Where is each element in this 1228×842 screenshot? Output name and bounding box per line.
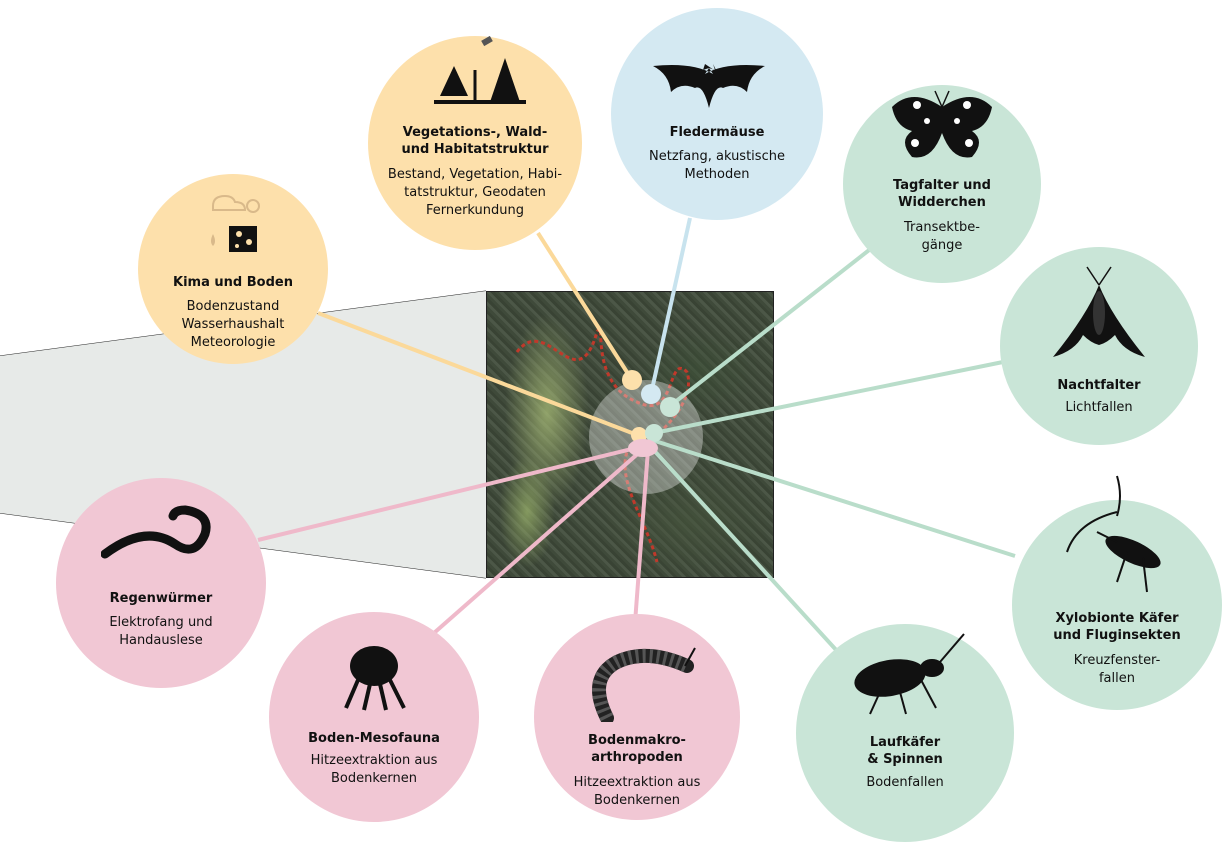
- node-title: Laufkäfer & Spinnen: [867, 735, 943, 767]
- spoke-meso: [432, 448, 644, 635]
- node-title: Vegetations-, Wald- und Habitatstruktur: [401, 125, 549, 157]
- node-xylobionte[interactable]: Xylobionte Käfer und Fluginsekten Kreuzf…: [1012, 475, 1222, 710]
- node-description: Bestand, Vegetation, Habi- tatstruktur, …: [387, 167, 563, 218]
- millipede-icon: [577, 638, 697, 725]
- bat-icon: [652, 52, 782, 112]
- node-description: Kreuzfenster- fallen: [1073, 653, 1161, 686]
- ground-beetle-icon: [840, 628, 970, 718]
- hub-dot-tagfalter: [660, 397, 680, 417]
- node-makro[interactable]: Bodenmakro- arthropoden Hitzeextraktion …: [534, 614, 740, 820]
- node-title: Fledermäuse: [669, 125, 765, 140]
- node-fledermaeuse[interactable]: Fledermäuse Netzfang, akustische Methode…: [611, 8, 823, 220]
- hub-dot-vegetation: [622, 370, 642, 390]
- node-description: Hitzeextraktion aus Bodenkernen: [573, 775, 701, 808]
- forest-satellite-icon: [420, 35, 530, 108]
- spoke-fledermaeuse: [649, 217, 692, 395]
- node-description: Elektrofang und Handauslese: [109, 615, 213, 648]
- node-nachtfalter[interactable]: Nachtfalter Lichtfallen: [1000, 247, 1198, 445]
- node-title: Kima und Boden: [173, 275, 293, 290]
- spoke-tagfalter: [668, 245, 875, 408]
- node-description: Bodenzustand Wasserhaushalt Meteorologie: [181, 299, 285, 350]
- node-title: Xylobionte Käfer und Fluginsekten: [1053, 611, 1181, 643]
- moth-icon: [1049, 265, 1149, 361]
- node-klima[interactable]: Kima und Boden Bodenzustand Wasserhausha…: [138, 174, 328, 364]
- mite-icon: [334, 632, 414, 712]
- earthworm-icon: [100, 502, 221, 576]
- node-title: Tagfalter und Widderchen: [893, 178, 991, 210]
- weather-soil-icon: [193, 186, 273, 258]
- node-tagfalter[interactable]: Tagfalter und Widderchen Transektbe- gän…: [843, 85, 1041, 283]
- node-title: Nachtfalter: [1057, 378, 1141, 393]
- spoke-regenwuermer: [257, 446, 637, 542]
- node-regenwuermer[interactable]: Regenwürmer Elektrofang und Handauslese: [56, 478, 266, 688]
- longhorn-beetle-icon: [1047, 472, 1187, 612]
- node-title: Boden-Mesofauna: [308, 731, 440, 746]
- node-title: Bodenmakro- arthropoden: [588, 733, 686, 765]
- node-description: Lichtfallen: [1065, 400, 1133, 415]
- spoke-xylobionte: [651, 438, 1016, 558]
- transect-route: [515, 327, 691, 563]
- node-laufkaefer[interactable]: Laufkäfer & Spinnen Bodenfallen: [796, 624, 1014, 842]
- node-description: Transektbe- gänge: [904, 220, 980, 253]
- aerial-map: [486, 291, 774, 578]
- spoke-nachtfalter: [653, 360, 1004, 435]
- node-description: Netzfang, akustische Methoden: [649, 149, 785, 182]
- spoke-vegetation: [536, 231, 634, 382]
- node-description: Hitzeextraktion aus Bodenkernen: [310, 753, 438, 786]
- hub-dot-green: [645, 424, 663, 442]
- spoke-laufkaefer: [648, 444, 840, 654]
- node-vegetation[interactable]: Vegetations-, Wald- und Habitatstruktur …: [368, 35, 582, 250]
- spoke-klima: [317, 311, 641, 438]
- node-description: Bodenfallen: [866, 775, 944, 790]
- spoke-makro: [632, 449, 650, 637]
- butterfly-icon: [887, 87, 997, 167]
- node-title: Regenwürmer: [109, 591, 213, 606]
- hub-dot-fledermaeuse: [641, 384, 661, 404]
- node-meso[interactable]: Boden-Mesofauna Hitzeextraktion aus Bode…: [269, 612, 479, 822]
- hub-dot-pink: [628, 439, 658, 457]
